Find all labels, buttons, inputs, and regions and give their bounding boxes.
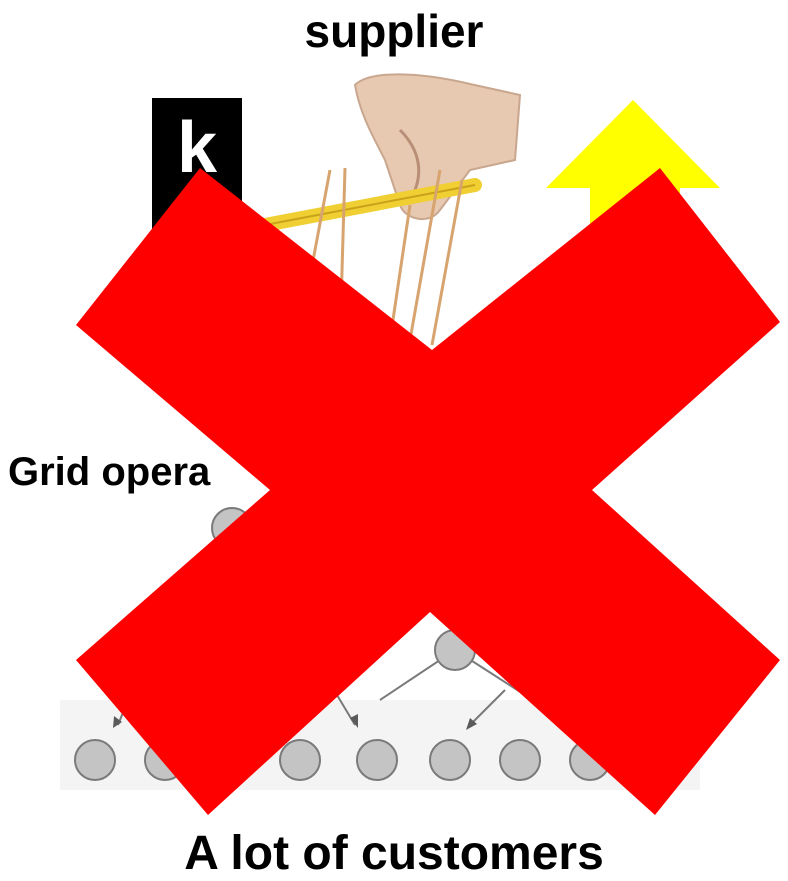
hand-marionette-image [258, 73, 522, 346]
customers-label: A lot of customers [184, 827, 604, 880]
grid-operator-label: Grid opera [8, 450, 211, 494]
supplier-label: supplier [304, 5, 484, 57]
